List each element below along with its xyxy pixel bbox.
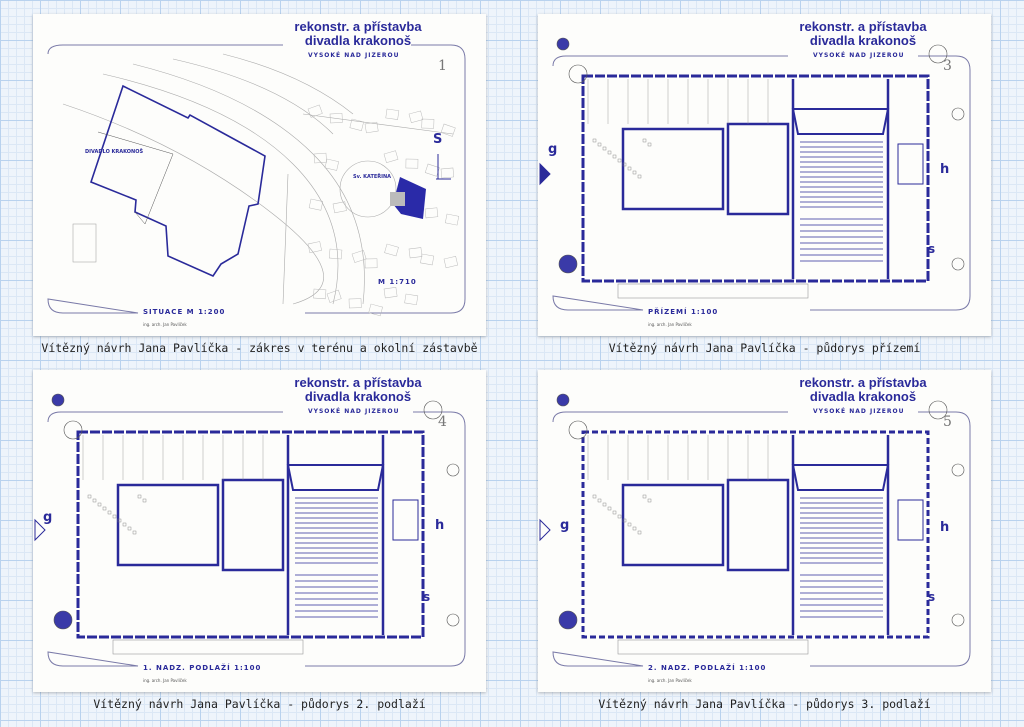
title-line1: rekonstr. a přístavba (294, 375, 422, 390)
sheet-label: 1. NADZ. PODLAŽÍ 1:100 (143, 664, 262, 672)
title-line2: divadla krakonoš (809, 389, 917, 404)
author: ing. arch. Jan Pavlíček (648, 322, 692, 327)
sheet-label: SITUACE M 1:200 (143, 308, 226, 316)
caption-3: Vítězný návrh Jana Pavlíčka - půdorys 2.… (93, 697, 426, 711)
author: ing. arch. Jan Pavlíček (143, 678, 187, 683)
location: VYSOKÉ NAD JIZEROU (308, 408, 400, 415)
compass-h: h (940, 520, 950, 535)
compass-s: s (928, 242, 936, 256)
church-label: Sv. KATEŘINA (353, 174, 392, 180)
title-line2: divadla krakonoš (304, 33, 412, 48)
sheet-number: 3 (943, 58, 952, 74)
compass-h: h (940, 162, 950, 177)
floor-plan-drawing (539, 37, 971, 311)
location: VYSOKÉ NAD JIZEROU (813, 52, 905, 59)
floor-plan-drawing (539, 393, 971, 667)
author: ing. arch. Jan Pavlíček (648, 678, 692, 683)
compass-s: s (423, 590, 431, 604)
floor-plan-drawing (34, 393, 466, 667)
compass-g: g (548, 142, 558, 157)
title-line2: divadla krakonoš (304, 389, 412, 404)
compass-g: g (560, 518, 570, 533)
location: VYSOKÉ NAD JIZEROU (813, 408, 905, 415)
compass-h: h (435, 518, 445, 533)
title-line1: rekonstr. a přístavba (294, 19, 422, 34)
compass-s: s (928, 590, 936, 604)
sheet-label: 2. NADZ. PODLAŽÍ 1:100 (648, 664, 767, 672)
sheet-number: 1 (438, 58, 447, 74)
title-line2: divadla krakonoš (809, 33, 917, 48)
sheet-label: PŘÍZEMÍ 1:100 (648, 308, 719, 316)
location: VYSOKÉ NAD JIZEROU (308, 52, 400, 59)
author: ing. arch. Jan Pavlíček (143, 322, 187, 327)
compass-g: g (43, 510, 53, 525)
caption-4: Vítězný návrh Jana Pavlíčka - půdorys 3.… (598, 697, 931, 711)
caption-1: Vítězný návrh Jana Pavlíčka - zákres v t… (41, 341, 478, 355)
compass-s: S (433, 132, 443, 147)
sheet-number: 5 (943, 414, 952, 430)
scale-label: M 1:710 (378, 278, 417, 286)
sheet-number: 4 (438, 414, 447, 430)
theatre-label: DIVADLO KRAKONOŠ (85, 149, 144, 155)
title-line1: rekonstr. a přístavba (799, 375, 927, 390)
site-plan-drawing (47, 44, 466, 317)
caption-2: Vítězný návrh Jana Pavlíčka - půdorys př… (608, 341, 921, 355)
title-line1: rekonstr. a přístavba (799, 19, 927, 34)
